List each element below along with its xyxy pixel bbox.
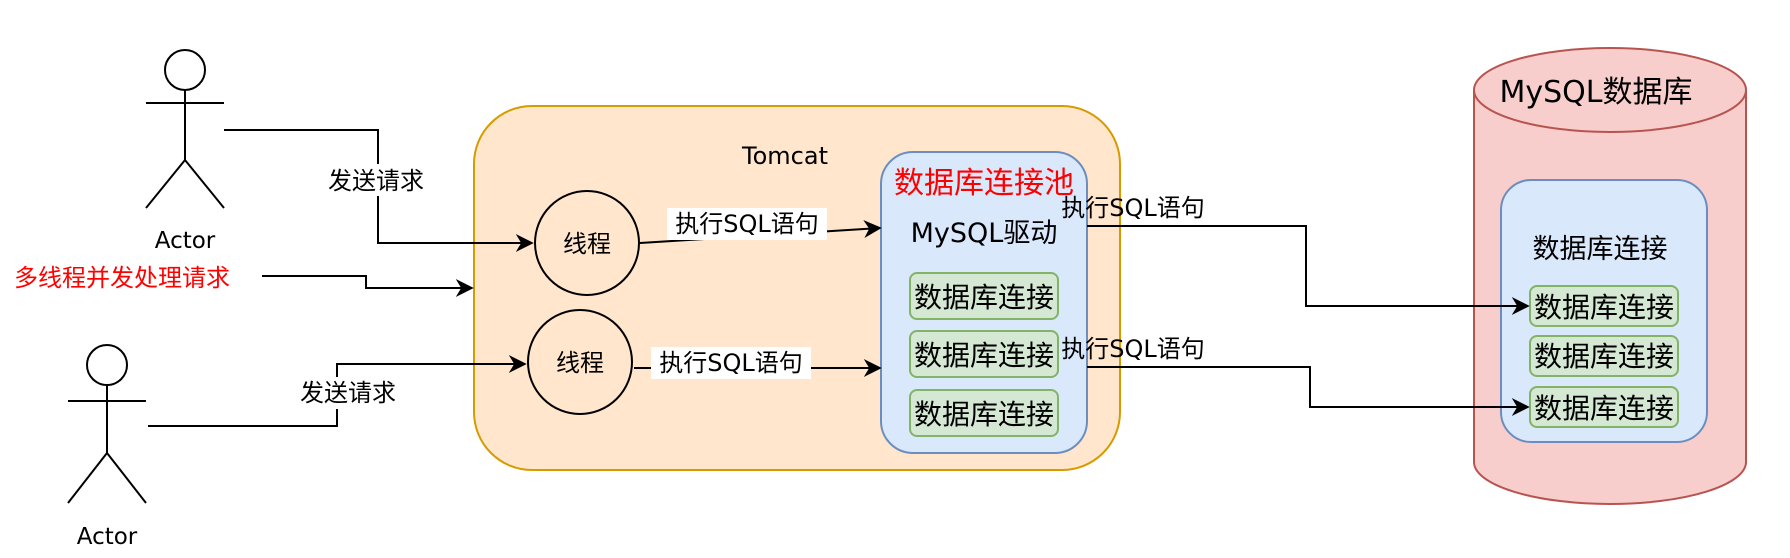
pool-connection-2	[909, 330, 1059, 378]
mysql-connection-1	[1529, 285, 1679, 327]
connection-pool-title: 数据库连接池	[894, 166, 1074, 201]
pool-connection-3	[909, 389, 1059, 437]
concurrency-annotation: 多线程并发处理请求	[14, 264, 230, 292]
mysql-connection-1-label: 数据库连接	[1534, 291, 1674, 324]
pool-connection-2-label: 数据库连接	[914, 339, 1054, 372]
pool-connection-1	[909, 272, 1059, 320]
edge-label-exec-3: 执行SQL语句	[1061, 194, 1205, 222]
actor-1-icon	[145, 49, 225, 209]
thread-1-label: 线程	[563, 230, 611, 258]
edge-label-exec-2: 执行SQL语句	[659, 349, 803, 377]
edge-label-send-2: 发送请求	[300, 379, 396, 407]
mysql-database-title: MySQL数据库	[1499, 75, 1692, 110]
edge-label-send-1: 发送请求	[328, 167, 424, 195]
edge-label-exec-1: 执行SQL语句	[675, 210, 819, 238]
thread-2-label: 线程	[556, 349, 604, 377]
mysql-connection-2-label: 数据库连接	[1534, 340, 1674, 373]
tomcat-title: Tomcat	[741, 142, 828, 170]
mysql-driver-label: MySQL驱动	[911, 218, 1058, 249]
edge-pool-to-db-1	[1087, 225, 1530, 315]
actor-2-icon	[67, 344, 147, 504]
mysql-connection-3-label: 数据库连接	[1534, 392, 1674, 425]
actor-2-label: Actor	[77, 524, 138, 550]
thread-1	[534, 190, 640, 296]
edge-annotation-to-tomcat	[262, 275, 474, 297]
thread-2	[527, 309, 633, 415]
mysql-connections-title: 数据库连接	[1533, 234, 1668, 265]
pool-connection-3-label: 数据库连接	[914, 398, 1054, 431]
pool-connection-1-label: 数据库连接	[914, 281, 1054, 314]
edge-pool-to-db-2	[1087, 366, 1530, 416]
mysql-connection-2	[1529, 335, 1679, 377]
mysql-connection-3	[1529, 386, 1679, 428]
edge-label-exec-4: 执行SQL语句	[1061, 335, 1205, 363]
actor-1-label: Actor	[155, 228, 216, 254]
